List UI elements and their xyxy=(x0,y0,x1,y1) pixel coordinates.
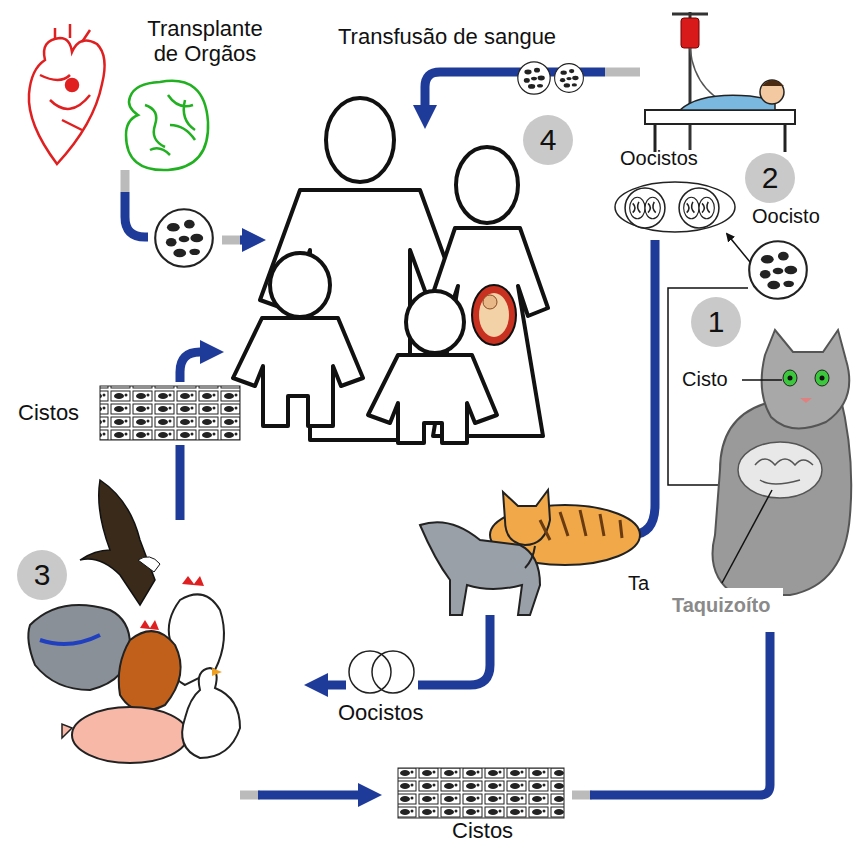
family-outline xyxy=(233,98,548,443)
callout-number: 4 xyxy=(540,125,557,155)
oocyst-label: Oocisto xyxy=(752,205,820,228)
kidney-icon xyxy=(126,81,208,170)
transfusion-patient xyxy=(645,12,795,152)
cysts-label: Cistos xyxy=(18,400,79,425)
transfusion-label: Transfusão de sangue xyxy=(338,24,556,49)
grey-cat xyxy=(713,330,852,595)
callout-circle: 2 xyxy=(745,153,795,203)
fetus-icon xyxy=(472,285,516,345)
cats-icon xyxy=(420,490,640,615)
callout-circle: 4 xyxy=(523,115,573,165)
tachyzoite-label: Taquizoíto xyxy=(660,588,783,623)
callout-circle: 3 xyxy=(17,550,67,600)
callout-number: 2 xyxy=(762,163,779,193)
organ-transplant-label: Transplante de Orgãos xyxy=(140,16,270,67)
callout-circle: 1 xyxy=(691,297,741,347)
heart-icon xyxy=(29,24,105,164)
cyst-label: Cisto xyxy=(682,368,728,391)
cysts-label: Cistos xyxy=(452,818,513,843)
callout-number: 1 xyxy=(708,307,725,337)
oocysts-label: Oocistos xyxy=(620,147,698,170)
truncated-label: Ta xyxy=(628,572,649,595)
callout-number: 3 xyxy=(34,560,51,590)
animals-icon xyxy=(28,480,240,763)
oocysts-label: Oocistos xyxy=(338,700,424,725)
